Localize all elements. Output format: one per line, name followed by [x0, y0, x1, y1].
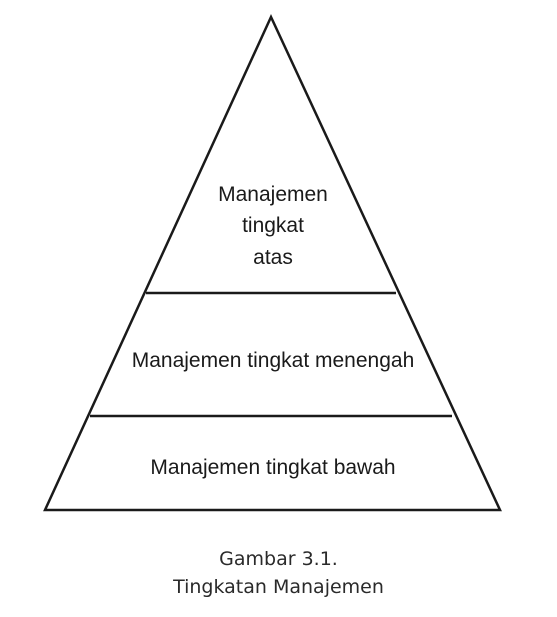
- figure-caption-title: Tingkatan Manajemen: [173, 576, 384, 598]
- tier-top-label-line-1: Manajemen: [218, 183, 328, 206]
- figure-caption-number: Gambar 3.1.: [219, 548, 338, 570]
- tier-bottom-label: Manajemen tingkat bawah: [150, 456, 395, 479]
- pyramid-outline: [43, 14, 502, 512]
- tier-top-label-line-2: tingkat: [242, 214, 304, 237]
- tier-top-label-line-3: atas: [253, 246, 293, 269]
- tier-middle-label: Manajemen tingkat menengah: [132, 349, 415, 372]
